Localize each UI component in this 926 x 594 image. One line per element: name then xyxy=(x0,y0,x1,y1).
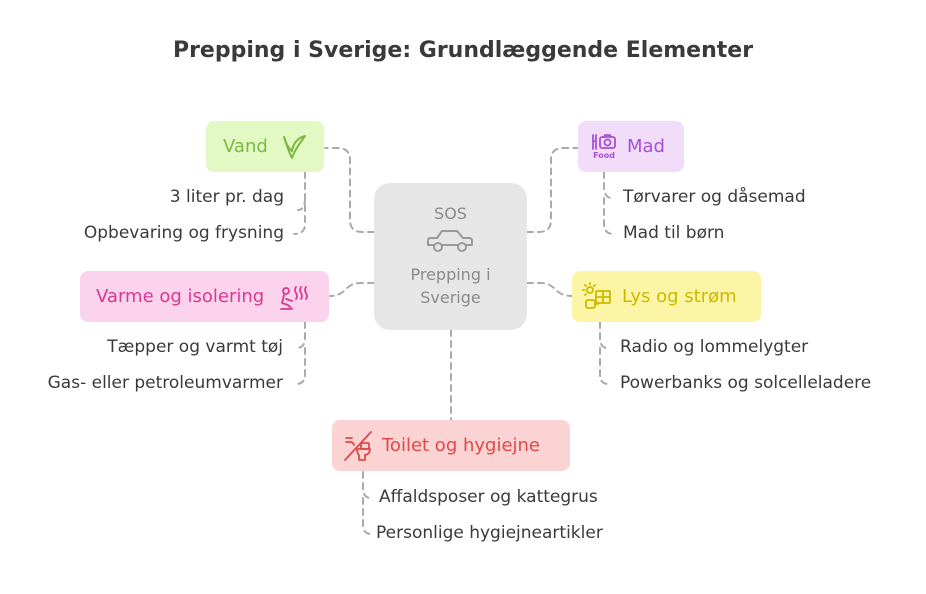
car-icon xyxy=(427,230,473,252)
connector-mad-leaves xyxy=(603,171,615,235)
branch-vand-label: Vand xyxy=(223,136,268,157)
center-top-label: SOS xyxy=(434,204,467,223)
heat-person-icon xyxy=(278,283,310,311)
toilet-icon xyxy=(342,430,374,462)
solar-panel-icon xyxy=(582,281,614,312)
connector-mad xyxy=(526,147,579,233)
branch-toilet: Toilet og hygiejne xyxy=(332,420,570,471)
mad-item-1: Tørvarer og dåsemad xyxy=(623,187,806,207)
connector-lys-leaves xyxy=(599,321,609,385)
diagram-title: Prepping i Sverige: Grundlæggende Elemen… xyxy=(172,38,754,63)
lys-item-1: Radio og lommelygter xyxy=(620,337,809,357)
branch-mad-label: Mad xyxy=(627,136,665,157)
branch-toilet-label: Toilet og hygiejne xyxy=(382,435,541,456)
branch-vand: Vand xyxy=(206,121,324,172)
connector-lys xyxy=(526,282,573,297)
varme-item-2: Gas- eller petroleumvarmer xyxy=(47,373,283,393)
center-node: SOS Prepping i Sverige xyxy=(374,183,527,330)
toilet-item-2: Personlige hygiejneartikler xyxy=(376,523,603,543)
connector-vand xyxy=(324,147,375,233)
leaf-icon xyxy=(278,133,308,161)
vand-item-2: Opbevaring og frysning xyxy=(83,223,284,243)
vand-item-1: 3 liter pr. dag xyxy=(169,187,284,207)
food-icon-text: Food xyxy=(593,151,615,160)
lys-item-2: Powerbanks og solcelleladere xyxy=(620,373,872,393)
food-icon: Food xyxy=(590,133,618,160)
branch-lys-label: Lys og strøm xyxy=(622,286,737,307)
connector-varme-leaves xyxy=(295,321,306,385)
center-label: Prepping i Sverige xyxy=(410,265,491,307)
varme-item-1: Tæpper og varmt tøj xyxy=(107,337,283,357)
branch-mad: Food Mad xyxy=(578,121,684,172)
branch-varme-label: Varme og isolering xyxy=(96,286,265,307)
toilet-item-1: Affaldsposer og kattegrus xyxy=(379,487,598,507)
mad-item-2: Mad til børn xyxy=(623,223,725,243)
connector-vand-leaves xyxy=(293,171,306,235)
branch-varme: Varme og isolering xyxy=(80,271,329,322)
branch-lys: Lys og strøm xyxy=(572,271,761,322)
connector-varme xyxy=(329,282,375,297)
connector-toilet-leaves xyxy=(362,471,372,535)
